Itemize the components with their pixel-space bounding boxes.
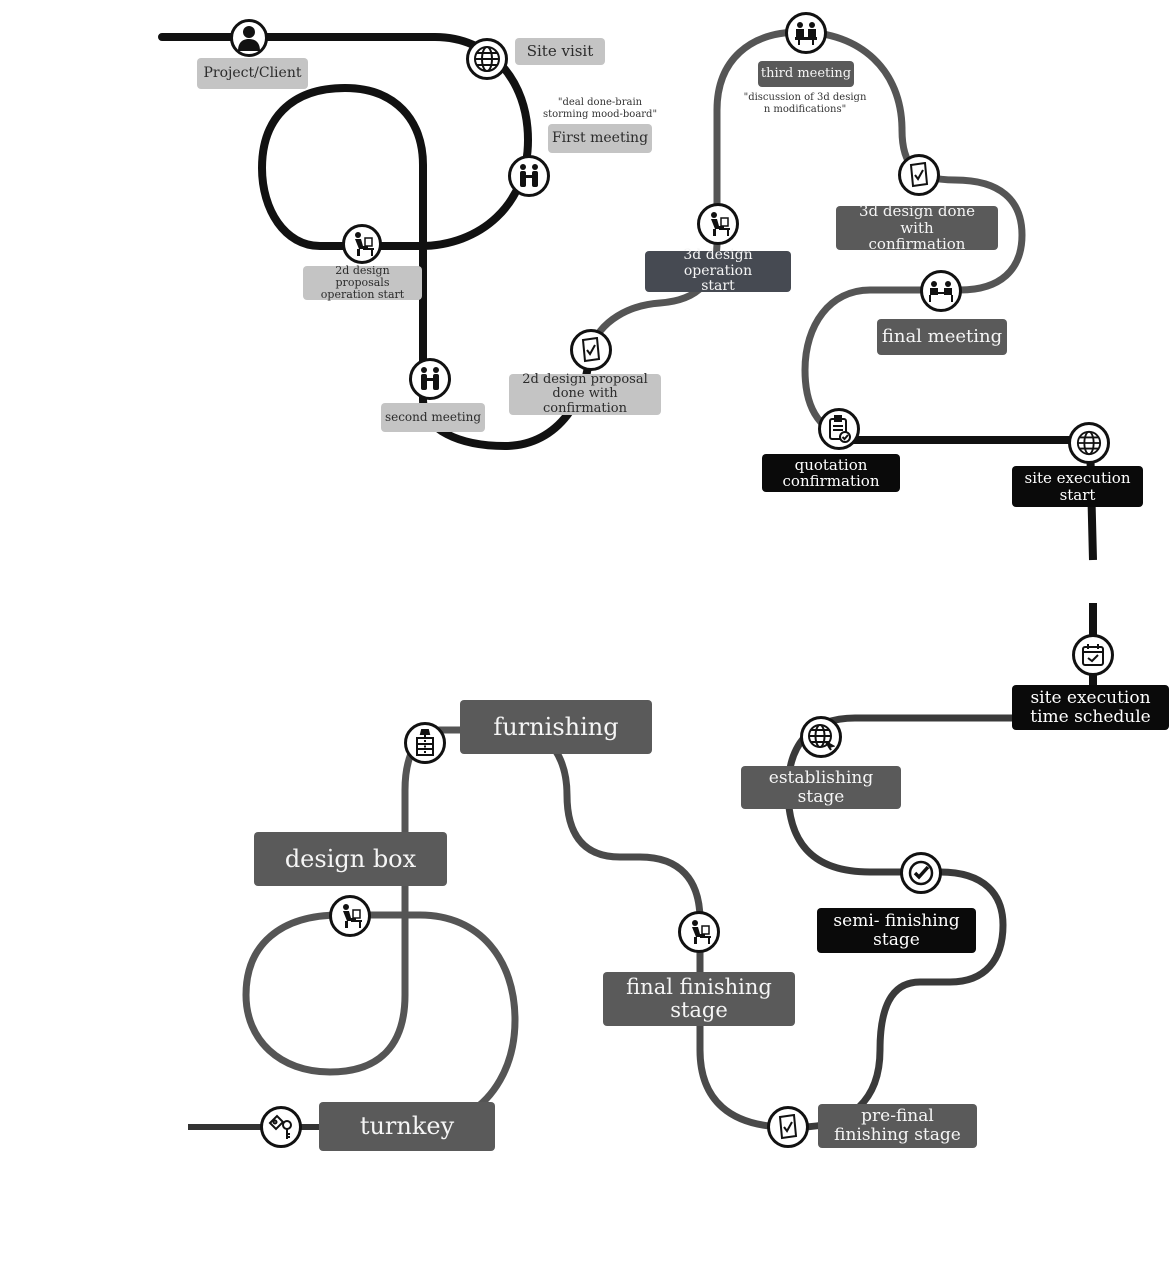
- node-furnishing: [404, 722, 446, 764]
- label-semi-finishing: semi- finishing stage: [817, 908, 976, 953]
- route-segment-handover: [242, 726, 519, 1116]
- calendar-check-icon: [1082, 644, 1104, 666]
- route-segment-finishing: [466, 726, 792, 1131]
- label-second-meeting: second meeting: [381, 403, 485, 432]
- node-final-finishing: [678, 911, 720, 953]
- label-third-meeting: third meeting: [758, 61, 854, 87]
- label-site-execution-start: site execution start: [1012, 466, 1143, 507]
- label-site-execution-schedule: site execution time schedule: [1012, 685, 1169, 730]
- node-turnkey: [260, 1106, 302, 1148]
- handshake-icon: [520, 164, 538, 187]
- node-design-box: [329, 895, 371, 937]
- checked-document-icon: [778, 1114, 798, 1140]
- label-design-box: design box: [254, 832, 447, 886]
- checked-document-icon: [581, 337, 601, 363]
- globe-icon: [1076, 430, 1102, 456]
- node-establishing: [800, 716, 842, 758]
- route-segment-design: [158, 33, 594, 451]
- node-quotation: [818, 408, 860, 450]
- label-2d-done: 2d design proposal done with confirmatio…: [509, 372, 661, 415]
- note-third-meeting: "discussion of 3d design n modifications…: [743, 92, 867, 115]
- label-3d-start: 3d design operation start: [645, 248, 791, 294]
- clipboard-check-icon: [829, 415, 851, 443]
- label-quotation: quotation confirmation: [762, 454, 900, 492]
- checked-document-icon: [909, 162, 929, 188]
- node-site-visit: [466, 38, 508, 80]
- label-final-finishing: final finishing stage: [603, 972, 795, 1026]
- node-semi-finishing: [900, 852, 942, 894]
- person-icon: [238, 26, 260, 51]
- globe-icon: [474, 46, 500, 72]
- node-3d-done: [898, 154, 940, 196]
- label-final-meeting: final meeting: [877, 319, 1007, 355]
- node-site-execution-schedule: [1072, 634, 1114, 676]
- node-first-meeting: [508, 155, 550, 197]
- label-turnkey: turnkey: [319, 1102, 495, 1151]
- designer-at-desk-icon: [355, 232, 374, 256]
- node-3d-start: [697, 203, 739, 245]
- meeting-table-icon: [929, 281, 953, 302]
- note-first-meeting: "deal done-brain storming mood-board": [542, 97, 658, 120]
- node-project-client: [230, 19, 268, 57]
- key-tag-icon: [268, 1114, 292, 1139]
- node-third-meeting: [785, 12, 827, 54]
- designer-at-desk-icon: [692, 920, 711, 944]
- label-first-meeting: First meeting: [548, 124, 652, 153]
- node-2d-done: [570, 329, 612, 371]
- meeting-table-icon: [795, 22, 817, 45]
- label-pre-final: pre-final finishing stage: [818, 1104, 977, 1148]
- label-furnishing: furnishing: [460, 700, 652, 754]
- designer-at-desk-icon: [343, 904, 362, 928]
- label-establishing: establishing stage: [741, 766, 901, 809]
- globe-cursor-icon: [808, 724, 835, 751]
- label-3d-done: 3d design done with confirmation: [836, 203, 998, 253]
- label-site-visit: Site visit: [515, 38, 605, 65]
- cabinet-lamp-icon: [416, 729, 434, 756]
- node-final-meeting: [920, 270, 962, 312]
- badge-check-icon: [908, 860, 934, 886]
- label-project-client: Project/Client: [197, 58, 308, 89]
- node-pre-final: [767, 1106, 809, 1148]
- node-second-meeting: [409, 358, 451, 400]
- node-site-execution-start: [1068, 422, 1110, 464]
- handshake-icon: [421, 367, 439, 390]
- designer-at-desk-icon: [711, 212, 730, 236]
- node-2d-proposals-start: [342, 224, 382, 264]
- label-2d-proposals-start: 2d design proposals operation start: [303, 264, 422, 301]
